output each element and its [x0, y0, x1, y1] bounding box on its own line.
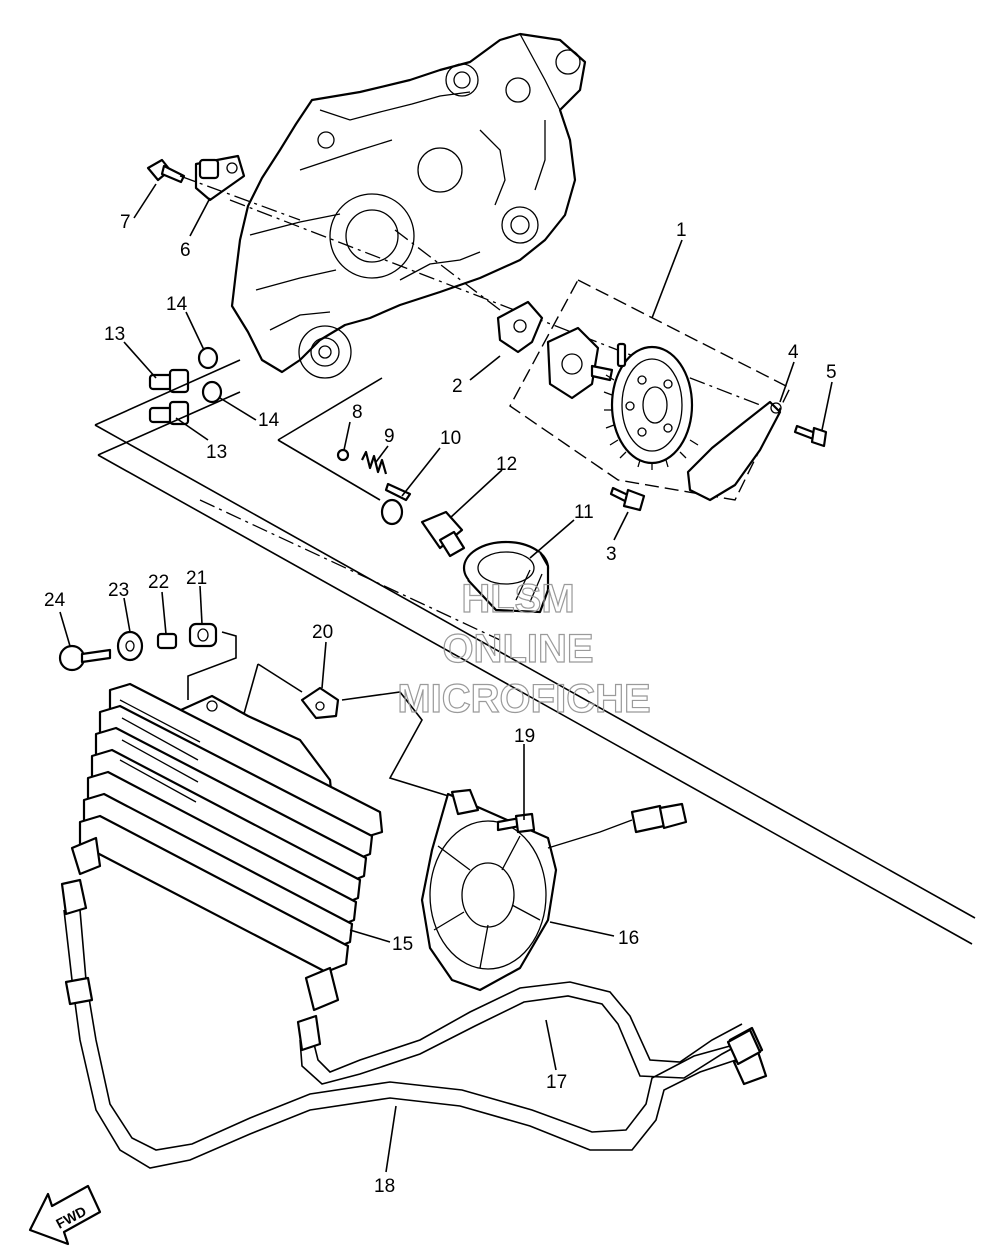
callout-20: 20 [312, 622, 333, 643]
callout-24: 24 [44, 590, 66, 611]
callout-4: 4 [788, 342, 799, 363]
callout-2: 2 [452, 376, 463, 397]
oil-pump-housing [546, 326, 614, 400]
callout-11: 11 [574, 502, 594, 523]
callout-15: 15 [392, 934, 413, 955]
leader-lines [59, 183, 833, 1173]
bolt-7 [146, 158, 186, 184]
bracket-20 [300, 686, 340, 720]
callout-16: 16 [618, 928, 639, 949]
o-ring-14a [197, 346, 219, 370]
callout-8: 8 [352, 402, 363, 423]
bolt-24 [58, 644, 112, 672]
oil-hose-17 [296, 981, 764, 1085]
union-bolt-13a [148, 368, 190, 394]
callout-13a: 13 [104, 324, 125, 345]
union-bolt-13b [148, 400, 190, 426]
callout-22: 22 [148, 572, 169, 593]
bolt-5 [793, 424, 828, 448]
fwd-arrow: FWD [28, 1184, 102, 1246]
centerline [394, 229, 501, 311]
crankcase [230, 32, 587, 379]
watermark-line1: HLSM [461, 577, 574, 621]
callout-10: 10 [440, 428, 461, 449]
watermark-line3: MICROFICHE [397, 677, 650, 721]
bolt-19 [496, 812, 536, 834]
callout-19: 19 [514, 726, 535, 747]
callout-3: 3 [606, 544, 617, 565]
callout-23: 23 [108, 580, 129, 601]
ball-8 [336, 448, 350, 462]
watermark: HLSM ONLINE MICROFICHE [397, 576, 652, 721]
oil-pump-gear [603, 345, 699, 470]
callout-6: 6 [180, 240, 191, 261]
cover-4 [686, 400, 782, 502]
callout-13b: 13 [206, 442, 227, 463]
oil-filter-11 [462, 540, 550, 614]
oil-pump-group-outline [509, 279, 791, 501]
callout-1: 1 [676, 220, 687, 241]
callout-14b: 14 [258, 410, 280, 431]
callout-17: 17 [546, 1072, 567, 1093]
callout-9: 9 [384, 426, 395, 447]
spring-9 [361, 450, 388, 475]
clip-10 [380, 482, 412, 526]
callout-14a: 14 [166, 294, 188, 315]
watermark-line2: ONLINE [442, 627, 593, 671]
oil-cooler-15 [70, 682, 384, 1012]
grommet-21 [188, 622, 218, 648]
bolt-3 [609, 486, 646, 512]
callout-18: 18 [374, 1176, 395, 1197]
strainer-6 [194, 154, 246, 202]
callout-labels: 1 2 3 4 5 6 7 8 9 10 11 12 13 13 14 14 1… [44, 212, 837, 1197]
collar-22 [156, 632, 178, 650]
callout-12: 12 [496, 454, 517, 475]
washer-23 [116, 630, 144, 662]
callout-7: 7 [120, 212, 131, 233]
oil-hose-18 [60, 878, 768, 1169]
cooling-fan-16 [420, 788, 688, 992]
callout-21: 21 [186, 568, 207, 589]
gasket-2 [496, 300, 544, 354]
bolt-12 [420, 510, 466, 558]
pin [616, 342, 627, 368]
o-ring-14b [201, 380, 223, 404]
callout-5: 5 [826, 362, 837, 383]
